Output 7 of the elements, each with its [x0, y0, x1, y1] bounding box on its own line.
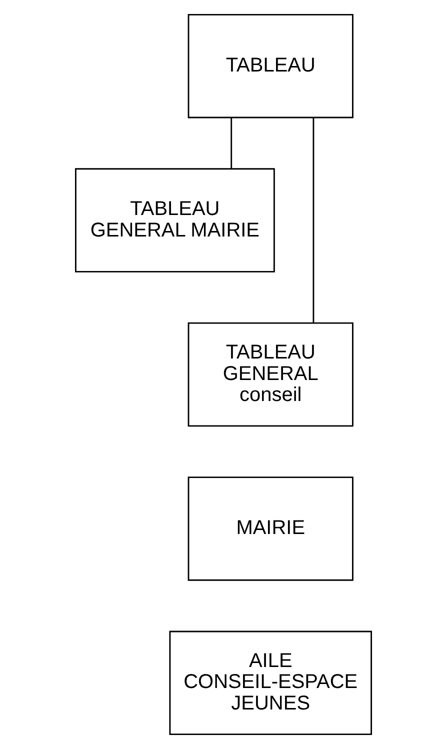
connector	[230, 118, 232, 168]
node-box: TABLEAU	[188, 14, 354, 118]
node-box: TABLEAU GENERAL conseil	[188, 322, 354, 427]
node-box: TABLEAU GENERAL MAIRIE	[75, 168, 275, 272]
connector	[312, 118, 314, 323]
node-box: MAIRIE	[188, 476, 354, 581]
node-box: AILE CONSEIL-ESPACE JEUNES	[169, 630, 372, 736]
